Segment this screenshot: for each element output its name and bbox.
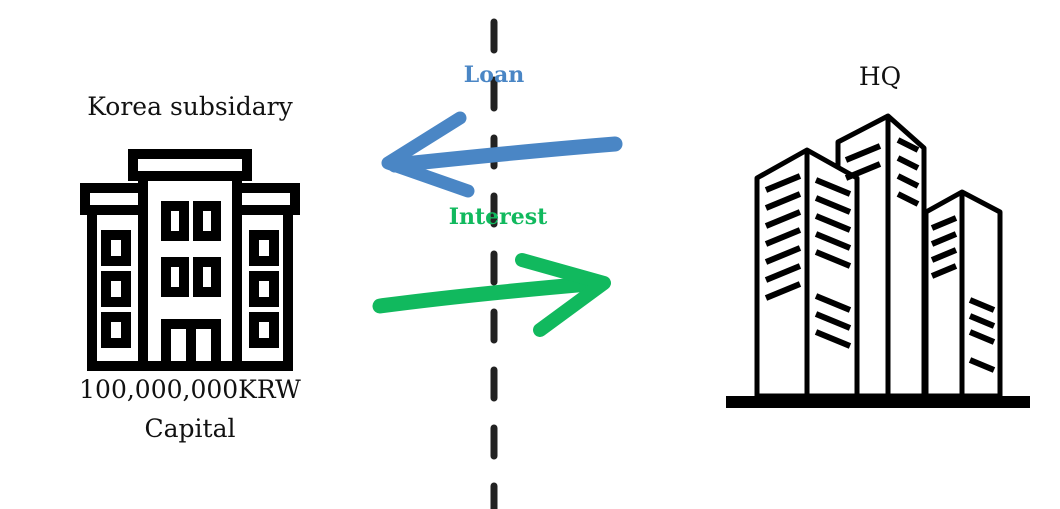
interest-label: Interest — [448, 204, 548, 230]
subsidiary-title: Korea subsidary — [87, 92, 293, 121]
skyscrapers-icon — [726, 113, 1030, 408]
office-building-icon — [80, 149, 300, 371]
capital-amount: 100,000,000KRW — [79, 375, 301, 404]
hq-title: HQ — [858, 62, 902, 91]
capital-label: Capital — [144, 414, 236, 443]
loan-label: Loan — [463, 62, 525, 88]
interest-arrow — [372, 253, 611, 337]
loan-arrow — [381, 111, 623, 198]
